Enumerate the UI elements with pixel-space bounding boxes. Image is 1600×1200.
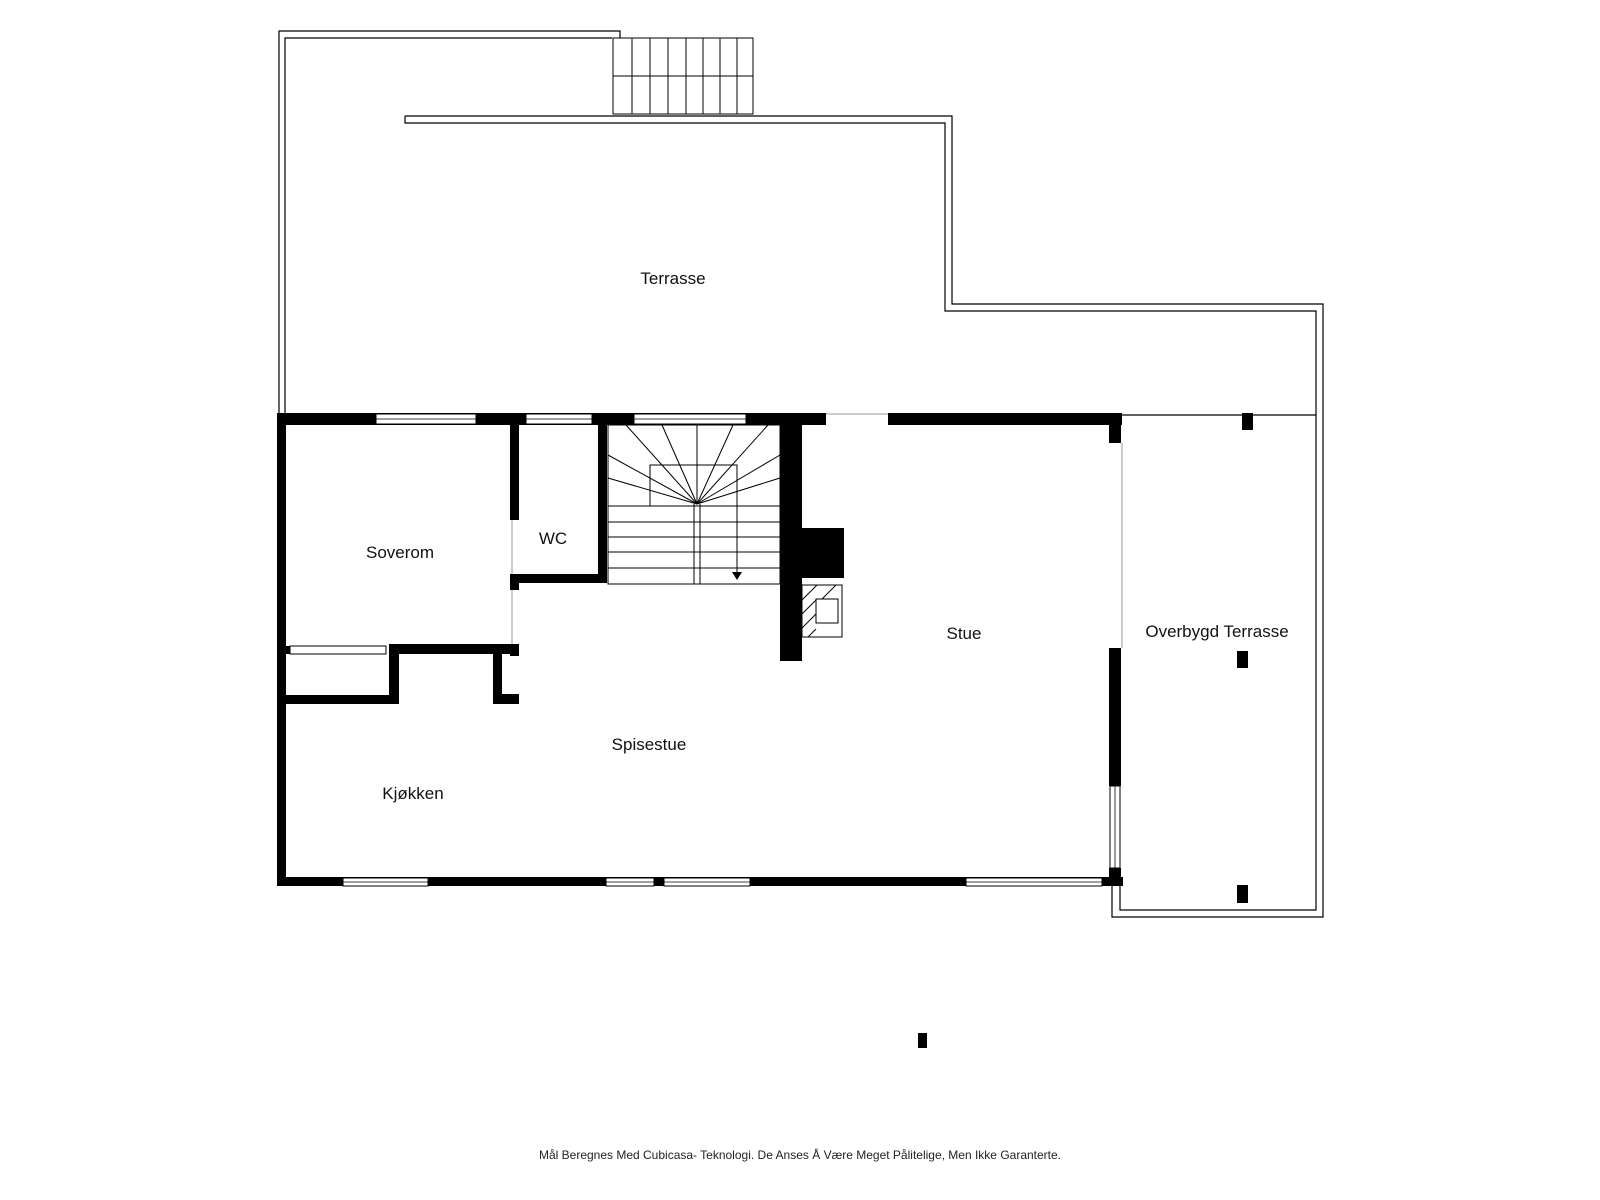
room-label-stue: Stue [947, 624, 982, 643]
fireplace [801, 584, 843, 638]
interior-stairs [607, 424, 781, 585]
window-centerlines [343, 418, 1116, 883]
room-label-overbygd-terrasse: Overbygd Terrasse [1145, 622, 1288, 641]
outdoor-stairs [612, 37, 754, 115]
interior-walls [286, 413, 844, 704]
stair-arrow-icon [732, 572, 742, 580]
room-label-terrasse: Terrasse [640, 269, 705, 288]
room-label-spisestue: Spisestue [612, 735, 687, 754]
terrace-outline [278, 30, 1324, 918]
disclaimer-text: Mål Beregnes Med Cubicasa- Teknologi. De… [538, 1148, 1062, 1162]
room-label-soverom: Soverom [366, 543, 434, 562]
door-openings [511, 413, 1123, 648]
posts [918, 413, 1253, 1048]
room-label-kjokken: Kjøkken [382, 784, 443, 803]
room-label-wc: WC [539, 529, 567, 548]
